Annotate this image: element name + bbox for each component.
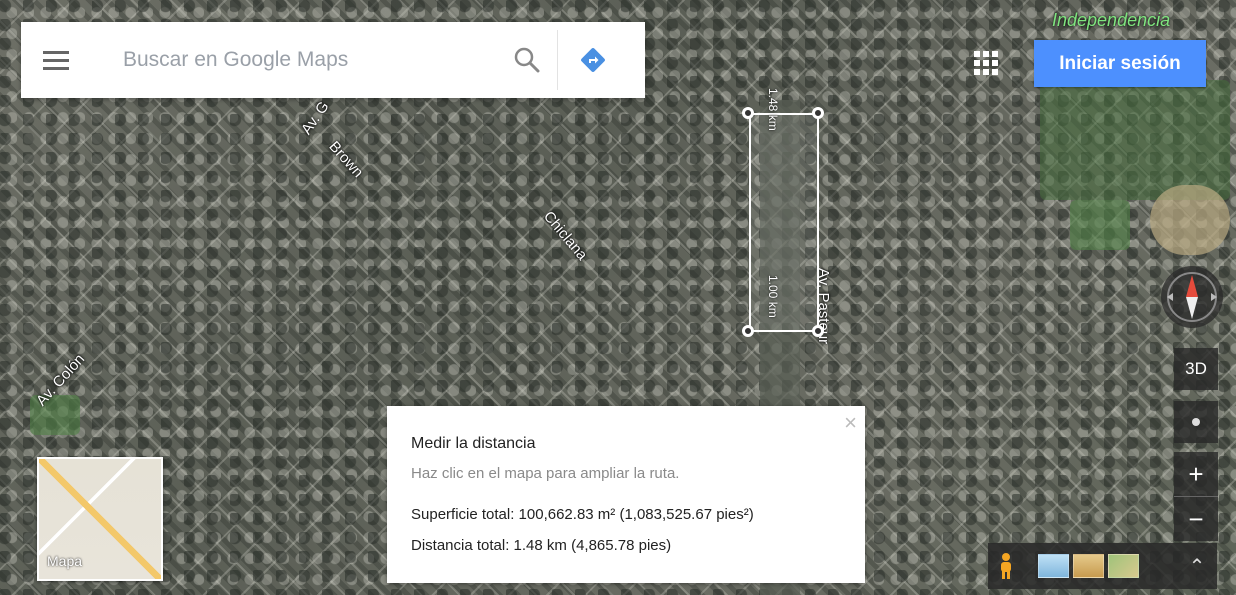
measure-vertex[interactable] (742, 325, 754, 337)
pegman-button[interactable] (988, 543, 1024, 589)
street-label: Chiclana (539, 208, 591, 264)
map-view-toggle[interactable]: Mapa (37, 457, 163, 581)
green-area (1040, 80, 1230, 200)
street-label: Brown (325, 138, 367, 181)
menu-button[interactable] (21, 22, 91, 98)
my-location-button[interactable] (1174, 401, 1218, 443)
imagery-thumbnail[interactable] (1108, 554, 1139, 578)
green-area (30, 395, 80, 435)
search-icon (514, 47, 540, 73)
zoom-out-button[interactable]: − (1174, 496, 1218, 541)
pegman-icon (1001, 553, 1011, 579)
measure-vertex[interactable] (812, 325, 824, 337)
close-icon[interactable]: × (844, 410, 857, 435)
total-area: Superficie total: 100,662.83 m² (1,083,5… (411, 506, 754, 523)
my-location-icon (1192, 418, 1200, 426)
zoom-in-button[interactable]: + (1174, 452, 1218, 496)
measure-title: Medir la distancia (411, 435, 536, 452)
segment-distance-label: 1.00 km (766, 275, 780, 318)
imagery-thumbnail[interactable] (1038, 554, 1069, 578)
place-label: Independencia (1052, 10, 1171, 30)
total-distance: Distancia total: 1.48 km (4,865.78 pies) (411, 537, 672, 554)
street-label: Av. G (298, 98, 333, 138)
directions-icon (581, 48, 605, 72)
compass-control[interactable] (1161, 266, 1223, 328)
3d-toggle-button[interactable]: 3D (1174, 348, 1218, 390)
apps-grid-icon[interactable] (974, 51, 998, 75)
chevron-up-icon[interactable]: ⌃ (1188, 555, 1206, 578)
measure-distance-card: × Medir la distancia Haz clic en el mapa… (387, 406, 865, 583)
imagery-thumbnail[interactable] (1073, 554, 1104, 578)
map-toggle-label: Mapa (47, 553, 83, 569)
measure-vertex[interactable] (812, 107, 824, 119)
compass-icon (1167, 272, 1217, 322)
signin-button[interactable]: Iniciar sesión (1034, 40, 1206, 87)
measure-hint: Haz clic en el mapa para ampliar la ruta… (411, 465, 680, 482)
menu-icon (43, 58, 69, 62)
segment-distance-label: 1.48 km (766, 88, 780, 131)
imagery-bar: ⌃ (988, 543, 1217, 589)
measure-vertex[interactable] (742, 107, 754, 119)
measured-area-polygon[interactable] (749, 113, 819, 332)
green-area (1070, 200, 1130, 250)
sports-field (1150, 185, 1230, 255)
search-input[interactable] (91, 48, 483, 72)
search-button[interactable] (497, 30, 557, 90)
directions-button[interactable] (557, 30, 628, 90)
search-box (21, 22, 645, 98)
